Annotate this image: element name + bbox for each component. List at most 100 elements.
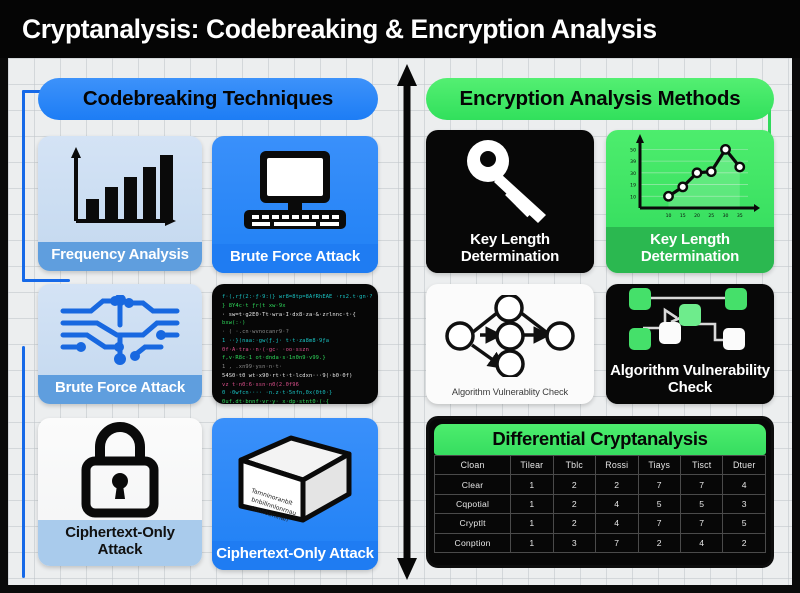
chart-ytick-label: 10: [630, 194, 636, 200]
code-line: 0f·A·tra··n·(·gc· ·oo·sszn: [222, 346, 309, 353]
card-art: [606, 284, 774, 358]
left-connector-top-1: [22, 90, 52, 93]
table-column-header: Tblc: [552, 454, 597, 476]
code-line: · ( ·.cn·wvnocanr9·?: [222, 329, 289, 335]
table-cell: 7: [637, 513, 682, 534]
padlock-icon: [81, 422, 159, 518]
left-connector-bottom-1: [22, 279, 70, 282]
card-art: [38, 418, 202, 520]
chart-marker: [734, 161, 746, 173]
card-label: Brute Force Attack: [38, 375, 202, 404]
table-column-header: Rossi: [595, 454, 639, 476]
column-header-left-label: Codebreaking Techniques: [82, 87, 334, 110]
chart-xtick-label: 15: [680, 213, 686, 219]
card-label: Ciphertext-Only Attack: [212, 541, 378, 570]
card-label: Key Length Determination: [426, 227, 594, 273]
bar-chart-icon: [71, 147, 176, 227]
table-cell: 2: [722, 532, 766, 553]
table-cell: 7: [595, 532, 639, 553]
code-line: 54S0·t0 wt·x90·rt·t·t·lcdxn···9(·b0·0f): [222, 372, 353, 379]
table-cell: 3: [552, 532, 597, 553]
double-arrow-vertical-icon: [397, 64, 417, 580]
chart-marker: [705, 165, 717, 177]
table-cell: 5: [722, 513, 766, 534]
card-art: [426, 130, 594, 227]
table-cell: 4: [595, 513, 639, 534]
desktop-computer-icon: [244, 151, 346, 230]
table-row-label: Clear: [433, 474, 512, 495]
chart-area: [668, 149, 740, 208]
chart-xtick-label: 35: [737, 213, 743, 219]
card-algorithm-vulnerability-check-network[interactable]: Algorithm Vulnerability Check: [606, 284, 774, 404]
table-cell: 5: [637, 493, 682, 515]
chart-y-arrow: [636, 133, 644, 143]
title-bar: Cryptanalysis: Codebreaking & Encryption…: [0, 0, 800, 58]
circuit-board-icon: [60, 294, 180, 365]
table-cell: 7: [679, 474, 724, 495]
column-header-encryption[interactable]: Encryption Analysis Methods: [426, 78, 774, 120]
column-header-right-label: Encryption Analysis Methods: [459, 87, 741, 110]
page-title: Cryptanalysis: Codebreaking & Encryption…: [22, 13, 657, 44]
chart-xtick-label: 30: [723, 213, 729, 219]
card-art: [38, 284, 202, 375]
table-cell: 2: [552, 493, 597, 515]
key-icon: [467, 139, 546, 223]
card-label: Frequency Analysis: [38, 242, 202, 271]
code-line: f,v·R8c·1 ot·dnda·s·1n0n9·v99.}: [222, 355, 326, 362]
card-code-terminal[interactable]: f·(,rƒ(2:·ƒ·9:(} wr8=8tp=8AfRhEAE ·rs2.t…: [212, 284, 378, 404]
table-cell: 7: [637, 474, 682, 495]
card-caption: Algorithm Vulnerablity Check: [451, 387, 569, 397]
card-algorithm-vulnerability-check-graph[interactable]: Algorithm Vulnerablity Check: [426, 284, 594, 404]
card-frequency-analysis[interactable]: Frequency Analysis: [38, 136, 202, 271]
table-column-header: Cloan: [433, 454, 512, 476]
code-line: } 8Y4c·t ƒr(t xw·9x: [222, 302, 286, 309]
table-cell: 2: [595, 474, 639, 495]
card-brute-force-attack-computer[interactable]: Brute Force Attack: [212, 136, 378, 273]
table-column-header: Dtuer: [722, 454, 766, 476]
card-art: [426, 284, 594, 387]
table-cell: 7: [679, 513, 724, 534]
network-nodes-icon: [629, 288, 747, 351]
card-label: Key Length Determination: [606, 227, 774, 273]
card-label: Algorithm Vulnerability Check: [606, 358, 774, 404]
chart-xtick-label: 10: [666, 213, 672, 219]
table-column-header: Tisct: [679, 454, 724, 476]
card-art: [212, 136, 378, 244]
table-cell: 1: [510, 474, 554, 495]
card-art: [38, 136, 202, 242]
card-brute-force-attack-circuit[interactable]: Brute Force Attack: [38, 284, 202, 404]
table-cell: 1: [510, 513, 554, 534]
code-lines: f·(,rƒ(2:·ƒ·9:(} wr8=8tp=8AfRhEAE ·rs2.t…: [222, 293, 373, 404]
table-cell: 5: [679, 493, 724, 515]
card-label: Brute Force Attack: [212, 244, 378, 273]
code-line: f·(,rƒ(2:·ƒ·9:(} wr8=8tp=8AfRhEAE ·rs2.t…: [222, 294, 373, 300]
card-key-length-determination-key[interactable]: Key Length Determination: [426, 130, 594, 273]
table-cell: 2: [552, 513, 597, 534]
code-line: 1 , .xn99·ysn·n·t·: [222, 364, 283, 370]
table-cell: 4: [595, 493, 639, 515]
column-header-codebreaking[interactable]: Codebreaking Techniques: [38, 78, 378, 120]
table-row-label: Conption: [433, 532, 512, 553]
table-column-header: Tiays: [637, 454, 682, 476]
left-connector-vertical-2: [22, 346, 25, 578]
chart-ytick-label: 19: [630, 182, 636, 188]
code-line: · sw=t·g2E0·Tt·wra·I·dx8·za·&·zrlnnc·t·{: [222, 311, 356, 318]
chart-xtick-label: 25: [708, 213, 714, 219]
code-line: bxw(:·): [222, 320, 246, 327]
card-label: Ciphertext-Only Attack: [38, 520, 202, 566]
card-ciphertext-only-attack-padlock[interactable]: Ciphertext-Only Attack: [38, 418, 202, 566]
table-title: Differential Cryptanalysis: [434, 424, 766, 455]
